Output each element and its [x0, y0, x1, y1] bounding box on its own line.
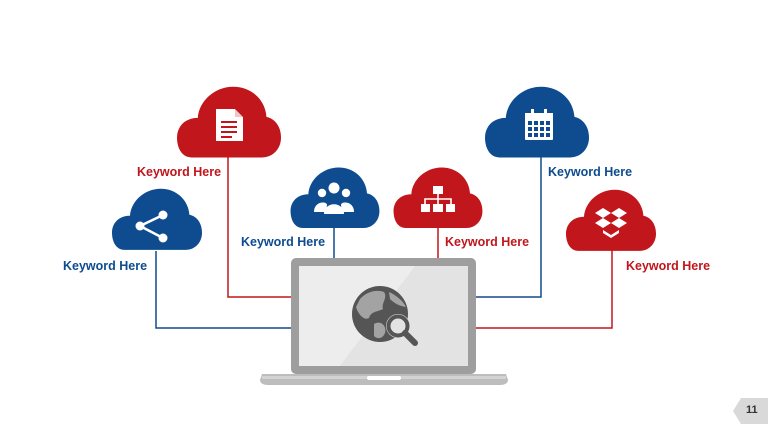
- connector-document: [227, 145, 291, 298]
- calendar-icon: [525, 109, 553, 140]
- hierarchy-icon: [421, 186, 455, 212]
- connector-dropbox: [476, 250, 613, 329]
- label-calendar: Keyword Here: [548, 165, 633, 179]
- label-hierarchy: Keyword Here: [445, 235, 530, 249]
- connector-calendar: [476, 155, 542, 298]
- users-icon: [314, 182, 354, 214]
- cloud-share: [112, 188, 202, 250]
- dropbox-icon: [595, 208, 627, 238]
- cloud-users: [290, 167, 380, 228]
- label-dropbox: Keyword Here: [626, 259, 711, 273]
- document-icon: [216, 109, 243, 141]
- share-icon: [135, 210, 168, 243]
- label-users: Keyword Here: [241, 235, 326, 249]
- globe-search-icon: [352, 286, 418, 346]
- page-number: 11: [746, 404, 758, 416]
- cloud-dropbox: [566, 189, 656, 251]
- label-document: Keyword Here: [137, 165, 222, 179]
- connector-share: [155, 251, 291, 329]
- laptop-notch: [367, 376, 401, 380]
- label-share: Keyword Here: [63, 259, 148, 273]
- page-number-badge: 11: [733, 398, 768, 424]
